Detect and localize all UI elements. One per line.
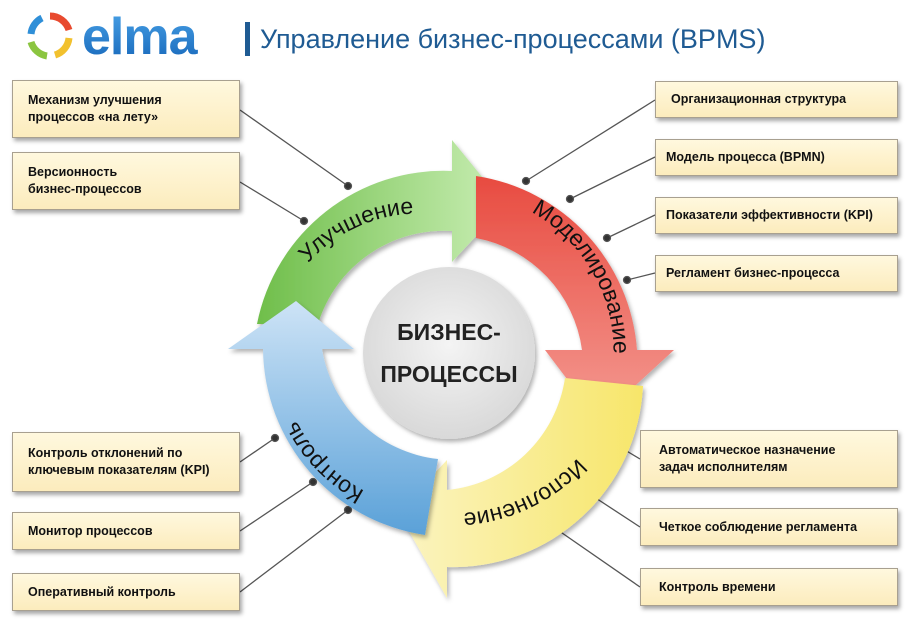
feature-box-kpi-deviation: Контроль отклонений по ключевым показате… (12, 432, 240, 492)
feature-label: Показатели эффективности (KPI) (666, 208, 873, 222)
feature-box-regulation-compliance: Четкое соблюдение регламента (640, 508, 898, 546)
feature-label: Четкое соблюдение регламента (659, 519, 858, 534)
page-title: Управление бизнес-процессами (BPMS) (260, 24, 766, 54)
execution-arrow (398, 378, 643, 598)
feature-box-kpi: Показатели эффективности (KPI) (655, 197, 898, 234)
center-text-line2: ПРОЦЕССЫ (380, 361, 517, 387)
improvement-arrow (257, 140, 505, 324)
title-separator (245, 22, 250, 56)
feature-label: Контроль времени (659, 579, 776, 594)
feature-box-versioning: Версионность бизнес-процессов (12, 152, 240, 210)
elma-logo: elma (27, 8, 200, 64)
feature-box-process-model: Модель процесса (BPMN) (655, 139, 898, 176)
feature-label: Организационная структура (671, 92, 847, 106)
feature-label: Регламент бизнес-процесса (666, 266, 840, 280)
logo-text: elma (82, 8, 199, 64)
feature-box-auto-assignment: Автоматическое назначение задач исполнит… (640, 430, 898, 488)
feature-box-operational-control: Оперативный контроль (12, 573, 240, 611)
feature-label: Автоматическое назначение задач исполнит… (659, 443, 836, 474)
connector-lines (239, 99, 656, 593)
feature-box-live-improvement: Механизм улучшения процессов «на лету» (12, 80, 240, 138)
feature-label: Контроль отклонений по ключевым показате… (28, 446, 210, 477)
center-text-line1: БИЗНЕС- (397, 319, 501, 345)
center-circle (363, 267, 535, 439)
feature-label: Монитор процессов (28, 523, 153, 538)
feature-label: Версионность бизнес-процессов (28, 165, 142, 196)
feature-label: Оперативный контроль (28, 584, 176, 599)
feature-label: Механизм улучшения процессов «на лету» (28, 93, 162, 124)
feature-box-time-control: Контроль времени (640, 568, 898, 606)
logo-cycle-icon (27, 12, 73, 60)
control-arrow (228, 301, 438, 535)
feature-box-process-monitor: Монитор процессов (12, 512, 240, 550)
feature-box-process-regulation: Регламент бизнес-процесса (655, 255, 898, 292)
modeling-arrow (476, 176, 674, 420)
feature-box-org-structure: Организационная структура (655, 81, 898, 118)
feature-label: Модель процесса (BPMN) (666, 150, 825, 164)
